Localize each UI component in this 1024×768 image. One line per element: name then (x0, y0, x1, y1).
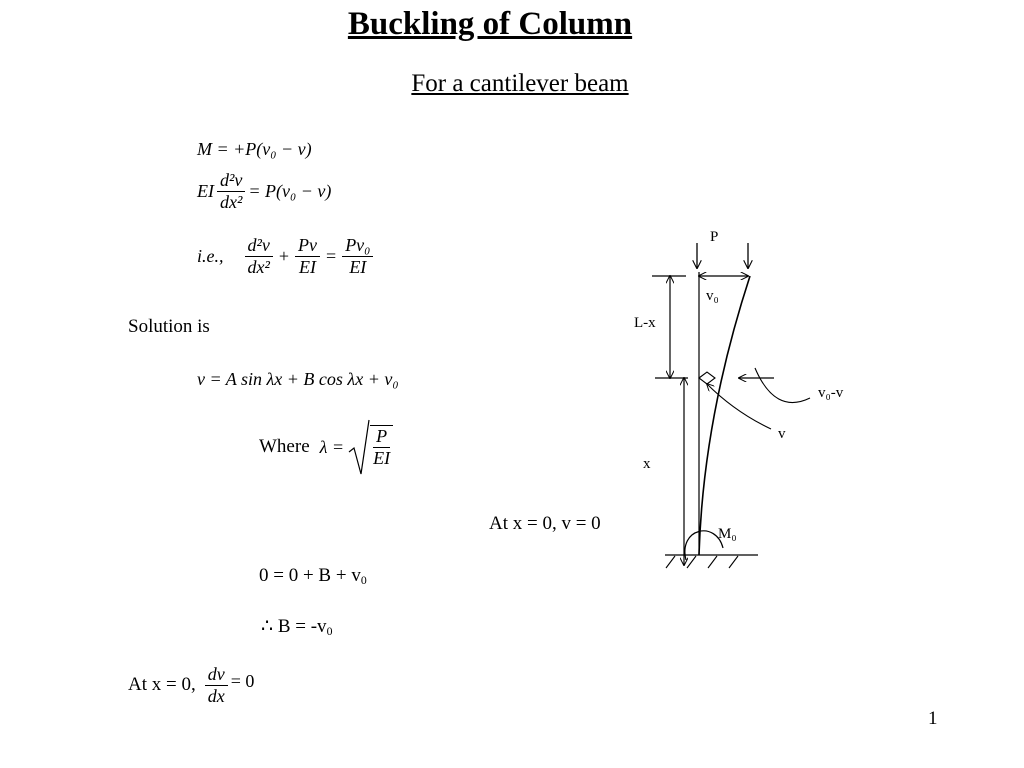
bc1-equation: 0 = 0 + B + v0 (259, 565, 367, 588)
v-leader (707, 384, 772, 430)
bc1-equation-main: 0 = 0 + B + v (259, 565, 361, 586)
slope-numerator: dv (204, 664, 228, 686)
ode-term-3: Pv₀ EI (342, 235, 374, 277)
square-root-icon (348, 419, 370, 475)
equals-sign: = (326, 245, 337, 266)
slope-denominator: dx (207, 685, 225, 706)
lambda-fraction: P EI (370, 425, 394, 468)
v0-minus-v-label: v₀-v (818, 385, 844, 401)
slide-subtitle: For a cantilever beam (411, 70, 629, 97)
ode-term-1-denominator: dx² (247, 256, 270, 277)
bc1-result: ∴ B = -v0 (261, 615, 332, 639)
bc1-result-main: B = -v (277, 616, 327, 637)
lambda-numerator: P (373, 426, 391, 448)
support-hatch-2 (686, 555, 697, 569)
ode-term-2-numerator: Pv (295, 235, 321, 257)
ode-term-1: d²v dx² (244, 235, 273, 277)
m0-label: M₀ (718, 526, 737, 542)
v-label: v (778, 426, 786, 442)
ie-label: i.e., (197, 245, 224, 266)
slope-fraction: dv dx (204, 664, 228, 706)
plus-sign: + (278, 245, 290, 266)
lambda-denominator: EI (373, 448, 391, 468)
support-hatch-3 (707, 555, 718, 569)
slide-title: Buckling of Column (347, 6, 633, 42)
bc2-label: At x = 0, (128, 674, 196, 696)
load-label: P (710, 229, 718, 245)
v0-minus-v-leader (754, 367, 811, 403)
ode-term-1-numerator: d²v (244, 235, 273, 257)
general-solution-equation: v = A sin λx + B cos λx + v₀ (197, 369, 399, 389)
flexure-equation: EI d²v dx² = P(v₀ − v) (197, 170, 331, 212)
solution-label: Solution is (128, 316, 210, 337)
slope-rhs: = 0 (230, 670, 255, 691)
ode-term-2-denominator: EI (299, 256, 317, 277)
where-label: Where (259, 436, 310, 457)
bc1-equation-subscript: 0 (360, 573, 367, 587)
fixed-end-moment-arc (684, 530, 724, 561)
ode-term-3-denominator: EI (349, 256, 367, 277)
ode-term-2: Pv EI (295, 235, 321, 277)
therefore-symbol: ∴ (261, 616, 274, 637)
page-number: 1 (928, 708, 938, 729)
flexure-rhs: = P(v₀ − v) (248, 180, 332, 201)
support-hatch-4 (728, 555, 739, 569)
boundary-condition-2: At x = 0, dv dx = 0 (128, 664, 254, 706)
section-marker (698, 371, 716, 385)
lambda-definition: Where λ = P EI (259, 418, 396, 476)
ode-term-3-numerator: Pv₀ (342, 235, 374, 257)
bc1-result-subscript: 0 (326, 624, 333, 638)
differential-equation: i.e., d²v dx² + Pv EI = Pv₀ EI (197, 235, 376, 277)
l-minus-x-label: L-x (634, 315, 656, 331)
flexure-fraction: d²v dx² (217, 170, 246, 212)
support-hatch-1 (665, 555, 676, 569)
boundary-condition-1: At x = 0, v = 0 (489, 513, 601, 534)
flexure-denominator: dx² (220, 191, 243, 212)
x-label: x (643, 456, 651, 472)
flexure-numerator: d²v (217, 170, 246, 192)
flexure-coefficient: EI (197, 180, 214, 201)
deflected-column-curve (698, 275, 751, 556)
moment-equation: M = +P(v₀ − v) (197, 139, 312, 159)
lambda-lhs: λ = (319, 436, 345, 457)
v0-label: v₀ (706, 288, 719, 304)
